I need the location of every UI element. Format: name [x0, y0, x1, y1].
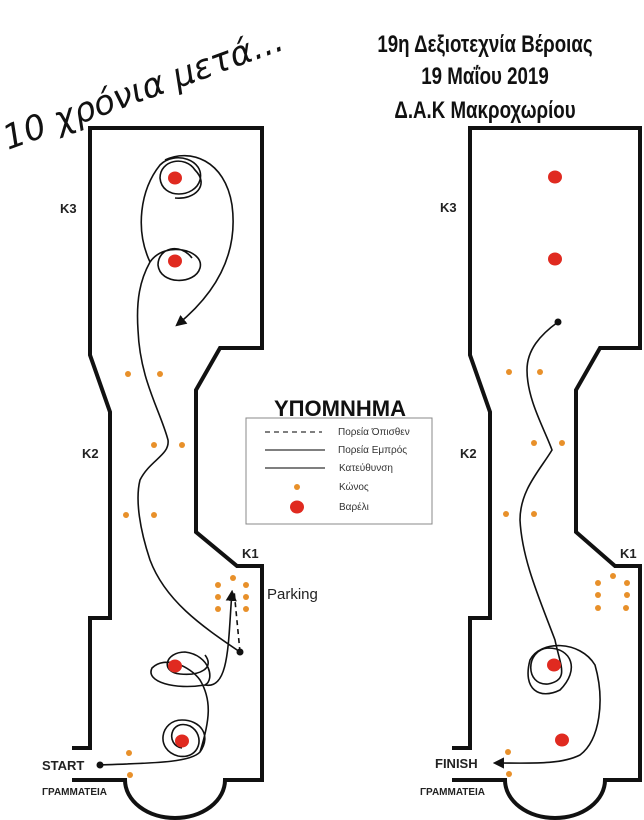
top-loops-route	[140, 154, 234, 325]
parking-stop-point	[236, 648, 244, 656]
event-title: 19η Δεξιοτεχνία Βέροιας 19 Μαΐου 2019 Δ.…	[377, 31, 592, 124]
left-course: K3 K2 K1 Parking START ΓΡΑΜΜΑΤΕΙΑ	[42, 126, 318, 820]
cone	[506, 771, 512, 777]
handwritten-title: 10 χρόνια μετά...	[0, 20, 289, 159]
legend-item: Πορεία Εμπρός	[338, 444, 407, 456]
cones	[503, 369, 630, 777]
cone	[126, 750, 132, 756]
title-line-1: 19η Δεξιοτεχνία Βέροιας	[377, 31, 592, 58]
right-course: K3 K2 K1 FINISH ΓΡΑΜΜΑΤΕΙΑ	[420, 126, 642, 820]
cone	[531, 440, 537, 446]
cone	[215, 594, 221, 600]
forward-route	[492, 321, 601, 769]
cone	[243, 594, 249, 600]
barrel	[548, 252, 562, 266]
barrel	[168, 171, 182, 185]
forward-route	[99, 592, 232, 766]
cone	[243, 582, 249, 588]
cone	[157, 371, 163, 377]
cone	[503, 511, 509, 517]
cone	[623, 605, 629, 611]
legend-item: Κατεύθυνση	[339, 462, 393, 474]
start-label: START	[42, 758, 84, 773]
cone	[151, 512, 157, 518]
zone-label-k1: K1	[242, 546, 259, 561]
cone	[559, 440, 565, 446]
cone	[595, 605, 601, 611]
finish-label: FINISH	[435, 756, 478, 771]
cone	[215, 606, 221, 612]
legend-box	[245, 417, 433, 525]
cone	[125, 371, 131, 377]
cone	[179, 442, 185, 448]
legend: ΥΠΟΜΝΗΜΑ Πορεία Όπισθεν Πορεία Εμπρός Κα…	[245, 396, 433, 525]
office-label: ΓΡΑΜΜΑΤΕΙΑ	[42, 787, 107, 798]
cone	[610, 573, 616, 579]
course-outline	[72, 126, 264, 820]
barrels	[168, 171, 189, 748]
start-point	[554, 318, 562, 326]
cone	[230, 575, 236, 581]
barrel	[547, 658, 561, 672]
reverse-route	[233, 589, 241, 653]
forward-route-corridor	[136, 247, 241, 653]
cone-symbol	[294, 484, 300, 490]
cone	[243, 606, 249, 612]
barrel	[168, 254, 182, 268]
cone	[531, 511, 537, 517]
title-line-2: 19 Μαΐου 2019	[421, 63, 548, 90]
office-label: ΓΡΑΜΜΑΤΕΙΑ	[420, 787, 485, 798]
cone	[537, 369, 543, 375]
cone	[127, 772, 133, 778]
cone	[595, 592, 601, 598]
barrel-symbol	[290, 500, 304, 514]
cone	[505, 749, 511, 755]
course-outline	[452, 126, 642, 820]
cone	[215, 582, 221, 588]
cones	[123, 371, 249, 778]
cone	[151, 442, 157, 448]
legend-title: ΥΠΟΜΝΗΜΑ	[274, 396, 406, 421]
zone-label-k3: K3	[60, 201, 77, 216]
barrel	[168, 659, 182, 673]
start-point	[96, 761, 104, 769]
cone	[595, 580, 601, 586]
title-line-3: Δ.Α.Κ Μακροχωρίου	[394, 97, 575, 124]
legend-item: Βαρέλι	[339, 501, 369, 513]
parking-label: Parking	[267, 586, 318, 603]
cone	[624, 580, 630, 586]
legend-item: Κώνος	[339, 481, 369, 493]
barrel	[555, 733, 569, 747]
zone-label-k2: K2	[82, 446, 99, 461]
cone	[123, 512, 129, 518]
cone	[506, 369, 512, 375]
barrel	[548, 170, 562, 184]
cone	[624, 592, 630, 598]
barrels	[547, 170, 569, 747]
zone-label-k2: K2	[460, 446, 477, 461]
zone-label-k1: K1	[620, 546, 637, 561]
barrel	[175, 734, 189, 748]
legend-item: Πορεία Όπισθεν	[338, 426, 410, 438]
zone-label-k3: K3	[440, 200, 457, 215]
